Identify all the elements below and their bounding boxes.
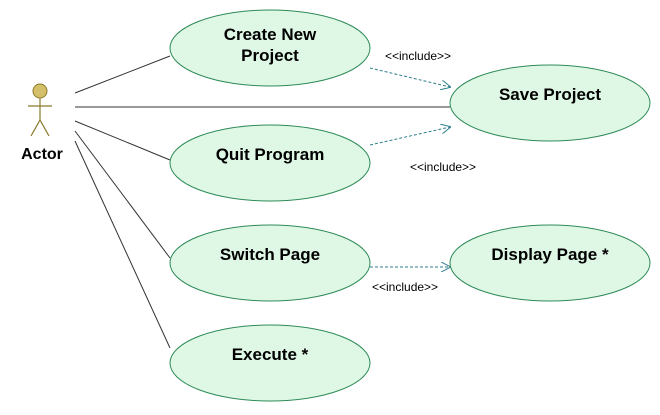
use-case-display-page[interactable]: Display Page * bbox=[449, 224, 651, 302]
use-case-label: Execute * bbox=[232, 345, 309, 364]
actor-icon bbox=[28, 83, 52, 137]
use-case-label-line2: Project bbox=[241, 46, 299, 65]
include-switch-display-label: <<include>> bbox=[372, 280, 438, 294]
include-create-save-line[interactable] bbox=[369, 67, 450, 87]
use-case-ellipse bbox=[449, 64, 651, 142]
use-case-label: Switch Page bbox=[220, 245, 320, 264]
use-case-label: Save Project bbox=[499, 85, 601, 104]
use-case-quit-program[interactable]: Quit Program bbox=[169, 124, 371, 202]
association-switch-page[interactable] bbox=[74, 130, 171, 259]
use-case-label-line1: Create New bbox=[224, 25, 317, 44]
use-case-ellipse bbox=[449, 224, 651, 302]
actor[interactable]: Actor bbox=[21, 83, 63, 163]
use-case-switch-page[interactable]: Switch Page bbox=[169, 224, 371, 302]
use-case-ellipse bbox=[169, 9, 371, 87]
use-case-create-project[interactable]: Create New Project bbox=[169, 9, 371, 87]
use-case-execute[interactable]: Execute * bbox=[169, 324, 371, 402]
actor-label: Actor bbox=[21, 146, 63, 163]
use-case-label: Display Page * bbox=[491, 245, 609, 264]
association-create-project[interactable] bbox=[74, 55, 171, 94]
use-case-ellipse bbox=[169, 124, 371, 202]
include-relations: <<include>> <<include>> <<include>> bbox=[369, 49, 476, 294]
association-execute[interactable] bbox=[74, 140, 171, 349]
use-case-ellipse bbox=[169, 324, 371, 402]
association-quit-program[interactable] bbox=[74, 120, 171, 161]
include-quit-save-label: <<include>> bbox=[410, 160, 476, 174]
associations bbox=[74, 55, 450, 349]
include-create-save-label: <<include>> bbox=[385, 49, 451, 63]
use-case-ellipse bbox=[169, 224, 371, 302]
include-quit-save-line[interactable] bbox=[369, 127, 450, 146]
use-case-save-project[interactable]: Save Project bbox=[449, 64, 651, 142]
use-case-label: Quit Program bbox=[216, 145, 325, 164]
